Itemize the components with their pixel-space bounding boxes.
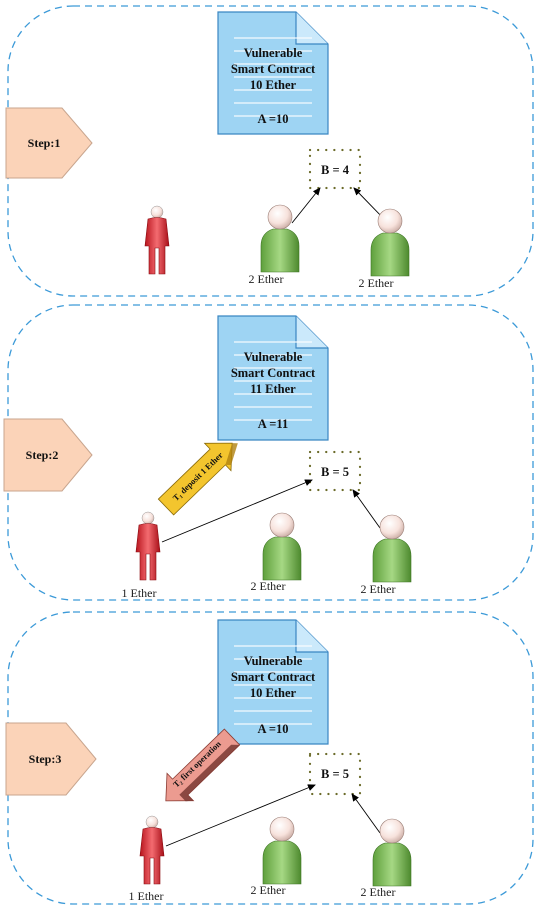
step-3-panel: Step:3 Vulnerable Smart Contract 10 Ethe… — [5, 611, 534, 905]
attacker-label: 1 Ether — [122, 586, 157, 600]
user-icon — [262, 816, 302, 885]
step-label: Step:1 — [28, 136, 61, 150]
step-label: Step:2 — [26, 448, 59, 462]
attacker-label: 1 Ether — [129, 889, 164, 903]
contract-balance: 11 Ether — [250, 382, 296, 396]
counter-b-label: B = 5 — [321, 465, 349, 479]
step-2-panel: Step:2 Vulnerable Smart Contract 11 Ethe… — [3, 304, 534, 601]
user-label: 2 Ether — [249, 272, 284, 286]
contract-title-line1: Vulnerable — [244, 654, 303, 668]
counter-b: B = 5 — [308, 450, 362, 492]
contract-a-value: A =10 — [257, 112, 288, 126]
contract-balance: 10 Ether — [250, 78, 297, 92]
contract-title-line2: Smart Contract — [231, 670, 316, 684]
contract-balance: 10 Ether — [250, 686, 297, 700]
contract-title-line1: Vulnerable — [244, 46, 303, 60]
contract-title-line2: Smart Contract — [231, 366, 316, 380]
user-icon — [262, 512, 302, 581]
deposit-arrow-label: T₁ deposit 1 Ether — [171, 450, 225, 503]
user-label: 2 Ether — [359, 276, 394, 290]
step-1-panel: Step:1 Vulnerable Smart Contract 10 Ethe… — [5, 5, 534, 297]
step-badge: Step:3 — [5, 722, 97, 796]
user-label: 2 Ether — [361, 582, 396, 596]
step-label: Step:3 — [29, 752, 62, 766]
user-icon — [372, 514, 412, 583]
counter-b: B = 5 — [308, 752, 362, 796]
attacker-to-counter-arrow — [165, 784, 316, 847]
counter-b-label: B = 5 — [321, 767, 349, 781]
user-label: 2 Ether — [361, 885, 396, 899]
withdraw-arrow: T₂ first operation — [165, 728, 241, 802]
smart-contract-document: Vulnerable Smart Contract 10 Ether A =10 — [217, 619, 329, 745]
counter-b: B = 4 — [308, 148, 362, 190]
step-badge: Step:1 — [5, 107, 93, 179]
step-badge: Step:2 — [3, 418, 93, 492]
attacker-icon — [139, 815, 165, 885]
user-label: 2 Ether — [251, 883, 286, 897]
counter-b-label: B = 4 — [321, 163, 350, 177]
user-icon — [260, 204, 300, 273]
smart-contract-document: Vulnerable Smart Contract 10 Ether A =10 — [217, 11, 329, 135]
user-to-counter-arrow — [291, 187, 321, 224]
attacker-icon — [135, 511, 161, 581]
smart-contract-document: Vulnerable Smart Contract 11 Ether A =11 — [217, 315, 329, 441]
deposit-arrow: T₁ deposit 1 Ether — [157, 442, 238, 516]
attacker-icon — [144, 205, 170, 275]
panel-border — [7, 304, 534, 601]
attacker-to-counter-arrow — [161, 479, 313, 543]
contract-title-line2: Smart Contract — [231, 62, 316, 76]
user-label: 2 Ether — [251, 579, 286, 593]
user-icon — [370, 208, 410, 277]
contract-a-value: A =10 — [257, 722, 288, 736]
contract-title-line1: Vulnerable — [244, 350, 303, 364]
user-icon — [372, 818, 412, 887]
contract-a-value: A =11 — [258, 417, 288, 431]
user-to-counter-arrow — [352, 489, 381, 529]
user-to-counter-arrow — [351, 793, 381, 834]
